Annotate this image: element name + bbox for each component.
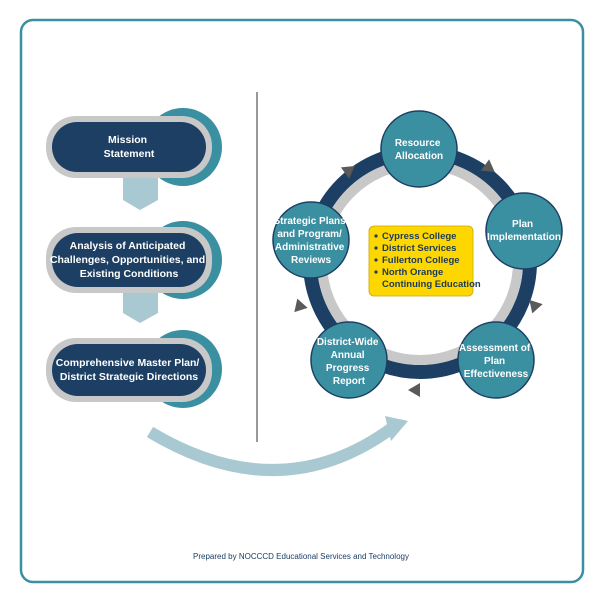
connector-curved-arrow bbox=[146, 416, 408, 476]
svg-text:District-Wide Annual: District-Wide Annual Progress Report bbox=[317, 337, 381, 387]
process-step-mission: Mission Statement bbox=[46, 108, 222, 186]
footer-credit: Prepared by NOCCCD Educational Services … bbox=[193, 552, 409, 561]
process-flow: Mission Statement Analysis of Anticipate… bbox=[46, 108, 222, 408]
planning-cycle: Resource Allocation Plan Implementation … bbox=[272, 110, 563, 399]
svg-text:Plan Implementation: Plan Implementation bbox=[487, 219, 561, 243]
svg-text:Assessment of Plan: Assessment of Plan Effectiveness bbox=[459, 343, 533, 380]
cycle-direction-arrow bbox=[294, 298, 308, 313]
cycle-direction-arrow bbox=[408, 383, 420, 397]
cycle-direction-arrow bbox=[480, 159, 495, 173]
cycle-direction-arrow bbox=[529, 299, 543, 314]
step-2-text: Analysis of Anticipated Challenges, Oppo… bbox=[50, 240, 208, 280]
cycle-node-assessment: Assessment of Plan Effectiveness bbox=[457, 321, 535, 399]
institutions-legend: Cypress College District Services Fuller… bbox=[368, 225, 481, 297]
process-step-master-plan: Comprehensive Master Plan/ District Stra… bbox=[46, 330, 222, 408]
svg-text:Strategic Plans and Pr: Strategic Plans and Program/ Administrat… bbox=[273, 216, 348, 266]
step-1-text: Mission Statement bbox=[104, 134, 155, 160]
step-3-text: Comprehensive Master Plan/ District Stra… bbox=[56, 357, 202, 383]
legend-item: Cypress College District Services Fuller… bbox=[382, 231, 481, 290]
process-step-analysis: Analysis of Anticipated Challenges, Oppo… bbox=[46, 221, 222, 299]
cycle-node-progress-report: District-Wide Annual Progress Report bbox=[310, 321, 388, 399]
down-chevron-arrow bbox=[123, 178, 158, 210]
cycle-node-strategic-plans: Strategic Plans and Program/ Administrat… bbox=[272, 201, 350, 279]
legend-bullets bbox=[374, 234, 378, 274]
svg-text:Resource Allocation: Resource Allocation bbox=[395, 138, 443, 162]
down-chevron-arrow bbox=[123, 293, 158, 323]
cycle-node-resource-allocation: Resource Allocation bbox=[380, 110, 458, 188]
cycle-direction-arrow bbox=[340, 165, 355, 179]
cycle-node-plan-implementation: Plan Implementation bbox=[485, 192, 563, 270]
frame-border bbox=[19, 18, 585, 584]
